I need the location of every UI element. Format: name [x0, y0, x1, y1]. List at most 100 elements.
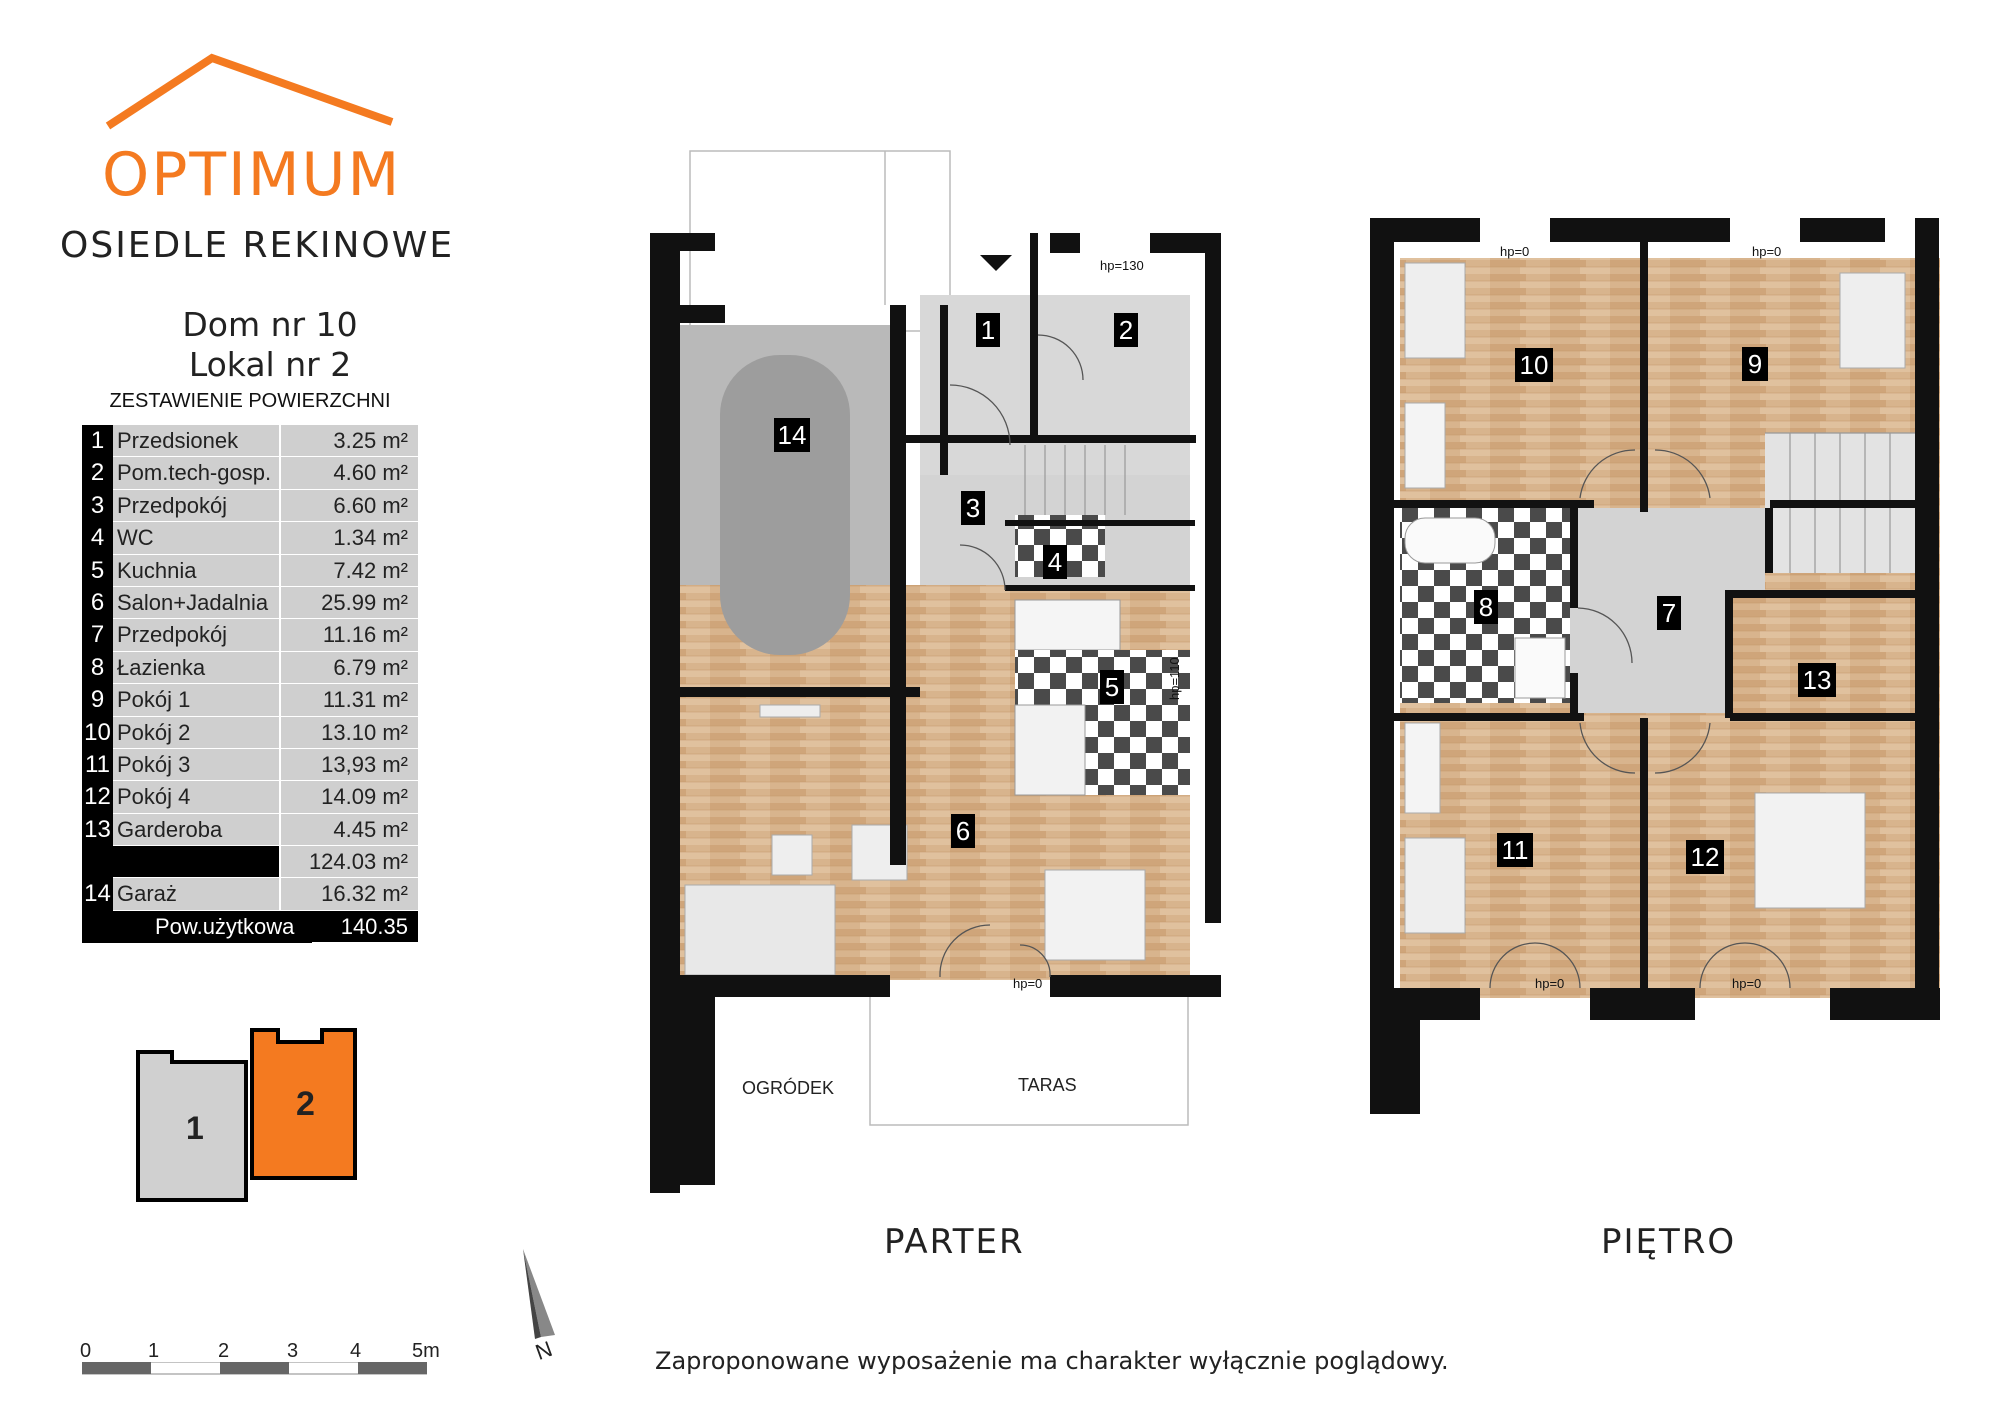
room-number: 7	[82, 619, 113, 652]
room-name: Pokój 4	[113, 781, 281, 814]
room-number: 4	[82, 522, 113, 555]
unit-number: Lokal nr 2	[188, 345, 352, 384]
room-label: 7	[1657, 596, 1681, 630]
height-note: hp=110	[1167, 657, 1182, 700]
room-name: Przedsionek	[113, 425, 281, 458]
upper-floor-title: PIĘTRO	[1601, 1222, 1737, 1262]
room-number: 5	[82, 554, 113, 587]
room-area: 25.99 m²	[281, 586, 418, 620]
usable-area: 140.35 m²	[312, 910, 418, 971]
terrace-label: TARAS	[1018, 1075, 1077, 1095]
usable-label: Pow.użytkowa	[113, 910, 312, 944]
scale-tick: 1	[148, 1340, 160, 1362]
room-name: WC	[113, 522, 281, 555]
room-area: 13.10 m²	[281, 716, 418, 749]
height-note: hp=130	[1100, 258, 1144, 273]
room-label: 2	[1114, 313, 1138, 347]
room-label: 5	[1100, 670, 1124, 704]
room-name: Garderoba	[113, 813, 281, 847]
room-label: 4	[1043, 545, 1067, 579]
subtotal-row: 124.03 m²	[82, 846, 418, 879]
room-name: Łazienka	[113, 651, 281, 685]
room-name: Salon+Jadalnia	[113, 586, 281, 620]
subtotal-area: 124.03 m²	[281, 846, 418, 879]
room-number: 12	[82, 781, 113, 814]
height-note: hp=0	[1752, 244, 1782, 259]
room-label: 13	[1798, 663, 1836, 697]
room-area: 11.31 m²	[281, 684, 418, 717]
room-area: 6.60 m²	[281, 489, 418, 523]
height-note: hp=0	[1535, 976, 1565, 991]
room-area: 14.09 m²	[281, 781, 418, 814]
room-number: 11	[82, 748, 113, 782]
scale-tick: 0	[80, 1340, 92, 1362]
scale-tick: 2	[218, 1340, 230, 1362]
room-area: 6.79 m²	[281, 651, 418, 685]
summary-title: ZESTAWIENIE POWIERZCHNI	[109, 390, 391, 412]
brand-name: OPTIMUM	[102, 140, 402, 210]
room-label: 3	[961, 491, 985, 525]
north-arrow-icon	[523, 1249, 555, 1339]
room-area: 11.16 m²	[281, 619, 418, 652]
room-name: Przedpokój	[113, 619, 281, 652]
room-name: Pokój 3	[113, 748, 281, 782]
room-area: 1.34 m²	[281, 522, 418, 555]
garden-label: OGRÓDEK	[742, 1078, 835, 1098]
estate-name: OSIEDLE REKINOWE	[60, 225, 455, 266]
room-number: 14	[82, 878, 113, 911]
height-note: hp=0	[1500, 244, 1530, 259]
room-number: 3	[82, 489, 113, 523]
key-plan	[136, 1028, 357, 1202]
house-number: Dom nr 10	[182, 305, 358, 344]
room-label: 14	[774, 418, 810, 452]
brand-roof-logo	[105, 53, 394, 130]
room-area: 13,93 m²	[281, 748, 418, 782]
room-label: 6	[951, 814, 975, 848]
room-label: 9	[1742, 347, 1768, 381]
room-label: 11	[1497, 833, 1533, 867]
scale-end-label: 5m	[412, 1340, 440, 1362]
height-note: hp=0	[1013, 976, 1043, 991]
scale-tick: 3	[287, 1340, 299, 1362]
height-note: hp=0	[1732, 976, 1762, 991]
room-label: 8	[1474, 590, 1498, 624]
room-number: 2	[82, 457, 113, 490]
room-area: 16.32 m²	[281, 878, 418, 911]
scale-tick: 4	[350, 1340, 362, 1362]
room-area: 7.42 m²	[281, 554, 418, 587]
key-plan-unit-1: 1	[186, 1110, 204, 1146]
room-name: Pokój 1	[113, 684, 281, 717]
room-name: Kuchnia	[113, 554, 281, 587]
room-area: 4.45 m²	[281, 813, 418, 847]
room-number: 9	[82, 684, 113, 717]
room-label: 12	[1686, 840, 1724, 874]
room-name: Pom.tech-gosp.	[113, 457, 281, 490]
room-name: Przedpokój	[113, 489, 281, 523]
room-number: 13	[82, 813, 113, 847]
room-number: 1	[82, 425, 113, 458]
disclaimer: Zaproponowane wyposażenie ma charakter w…	[655, 1347, 1449, 1375]
upper-floor-plan	[1370, 218, 1940, 1114]
room-number: 6	[82, 586, 113, 620]
room-name: Garaż	[113, 878, 281, 911]
scale-bar	[82, 1362, 427, 1375]
room-area: 3.25 m²	[281, 425, 418, 458]
ground-floor-title: PARTER	[884, 1222, 1025, 1262]
ground-floor-plan	[650, 150, 1221, 1193]
